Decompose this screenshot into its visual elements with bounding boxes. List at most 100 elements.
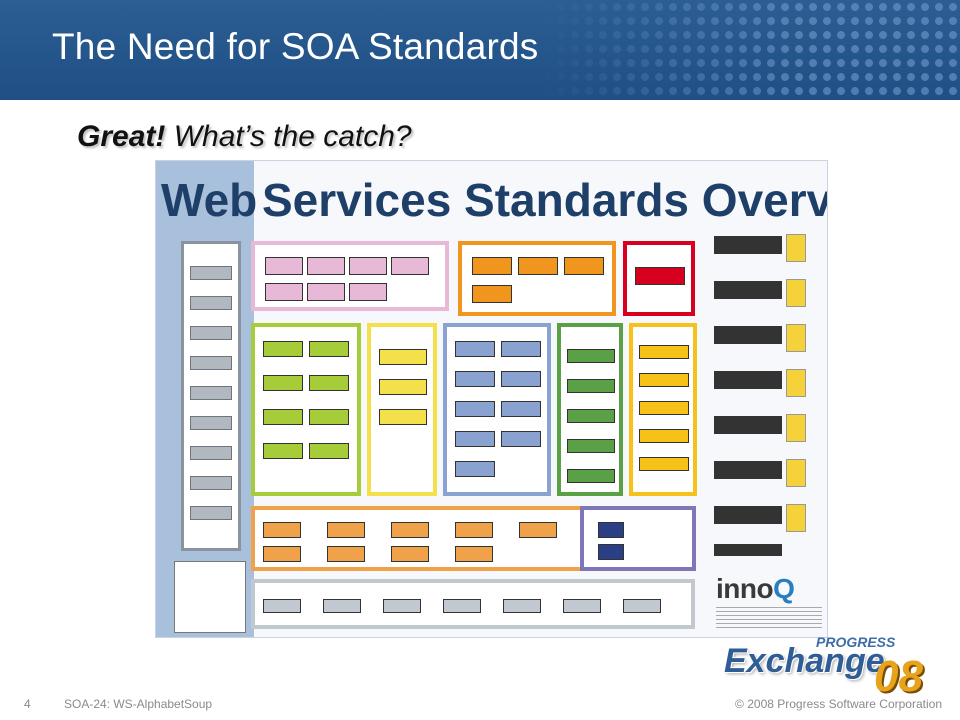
poster-chip (639, 373, 689, 387)
poster-chip (263, 522, 301, 538)
poster-dep-row (714, 236, 782, 254)
poster-chip (263, 443, 303, 459)
poster-chip (564, 257, 604, 275)
poster-chip (501, 341, 541, 357)
poster-notes-box (174, 561, 246, 633)
poster-chip (323, 599, 361, 613)
poster-chip (190, 386, 232, 400)
poster-chip (501, 431, 541, 447)
poster-area-presentation (623, 241, 695, 316)
poster-chip (639, 457, 689, 471)
poster-chip (190, 506, 232, 520)
poster-chip (349, 283, 387, 301)
poster-title-prefix: Web (161, 174, 258, 226)
header-dot-pattern (540, 0, 960, 100)
poster-chip (455, 371, 495, 387)
slide-title: The Need for SOA Standards (52, 26, 539, 67)
poster-chip (327, 546, 365, 562)
poster-chip (309, 375, 349, 391)
poster-chip (639, 401, 689, 415)
poster-area-xml (251, 579, 695, 629)
poster-chip (263, 409, 303, 425)
poster-dep-bar (786, 369, 806, 397)
poster-chip (383, 599, 421, 613)
poster-chip (567, 379, 615, 393)
subtitle-rest: What’s the catch? (165, 120, 412, 153)
poster-dep-row (714, 506, 782, 524)
poster-chip (455, 401, 495, 417)
poster-chip (518, 257, 558, 275)
poster-chip (309, 443, 349, 459)
poster-chip (472, 257, 512, 275)
poster-area-transaction (557, 323, 623, 496)
poster-dependencies-column (714, 226, 826, 566)
poster-chip (190, 476, 232, 490)
poster-chip (567, 439, 615, 453)
poster-chip (263, 341, 303, 357)
poster-chip (567, 469, 615, 483)
subtitle-lead: Great! (77, 120, 166, 153)
poster-chip (190, 446, 232, 460)
poster-chip (349, 257, 387, 275)
poster-chip (472, 285, 512, 303)
poster-chip (265, 257, 303, 275)
poster-chip (501, 371, 541, 387)
innoq-logo-part: Q (773, 573, 795, 604)
poster-chip (519, 522, 557, 538)
poster-dep-row (714, 371, 782, 389)
poster-dep-bar (786, 504, 806, 532)
poster-chip (391, 522, 429, 538)
poster-chip (598, 544, 624, 560)
innoq-logo: innoQ (714, 573, 826, 635)
poster-area-reliability (367, 323, 437, 496)
innoq-logo-part: inno (716, 573, 774, 604)
slide-subtitle: Great! What’s the catch? (77, 120, 412, 154)
poster-chip (443, 599, 481, 613)
poster-interop-column (181, 241, 241, 551)
exchange-year-text: 08 (874, 652, 923, 701)
poster-chip (327, 522, 365, 538)
exchange-product-text: Exchange (724, 642, 885, 680)
poster-chip (391, 257, 429, 275)
poster-area-messaging (251, 506, 596, 571)
poster-chip (190, 416, 232, 430)
poster-chip (623, 599, 661, 613)
slide-header: The Need for SOA Standards (0, 0, 960, 100)
poster-chip (639, 345, 689, 359)
poster-chip (265, 283, 303, 301)
progress-brand-text: PROGRESS (816, 634, 896, 650)
poster-chip (501, 401, 541, 417)
poster-chip (263, 375, 303, 391)
poster-area-security (443, 323, 551, 496)
poster-chip (307, 257, 345, 275)
poster-chip (567, 409, 615, 423)
ws-standards-poster-image: Web Services Standards Overview (155, 160, 828, 638)
poster-area-management (458, 241, 616, 316)
poster-chip (263, 546, 301, 562)
poster-chip (379, 349, 427, 365)
poster-chip (563, 599, 601, 613)
session-code: SOA-24: WS-AlphabetSoup (64, 697, 213, 711)
poster-chip (190, 356, 232, 370)
poster-chip (635, 267, 685, 285)
poster-dep-row (714, 326, 782, 344)
poster-dep-row (714, 544, 782, 556)
poster-chip (598, 522, 624, 538)
poster-dep-row (714, 461, 782, 479)
poster-chip (190, 296, 232, 310)
poster-chip (639, 429, 689, 443)
poster-chip (455, 431, 495, 447)
poster-area-business-process (251, 241, 449, 311)
poster-title: Services Standards Overview (262, 174, 827, 226)
poster-chip (379, 409, 427, 425)
poster-chip (455, 341, 495, 357)
poster-dep-bar (786, 414, 806, 442)
poster-chip (391, 546, 429, 562)
poster-dep-bar (786, 324, 806, 352)
progress-exchange-logo: PROGRESS Exchange 08 (724, 634, 948, 701)
poster-dep-bar (786, 279, 806, 307)
poster-dep-bar (786, 459, 806, 487)
innoq-address-block (716, 607, 822, 631)
poster-chip (567, 349, 615, 363)
poster-chip (455, 546, 493, 562)
